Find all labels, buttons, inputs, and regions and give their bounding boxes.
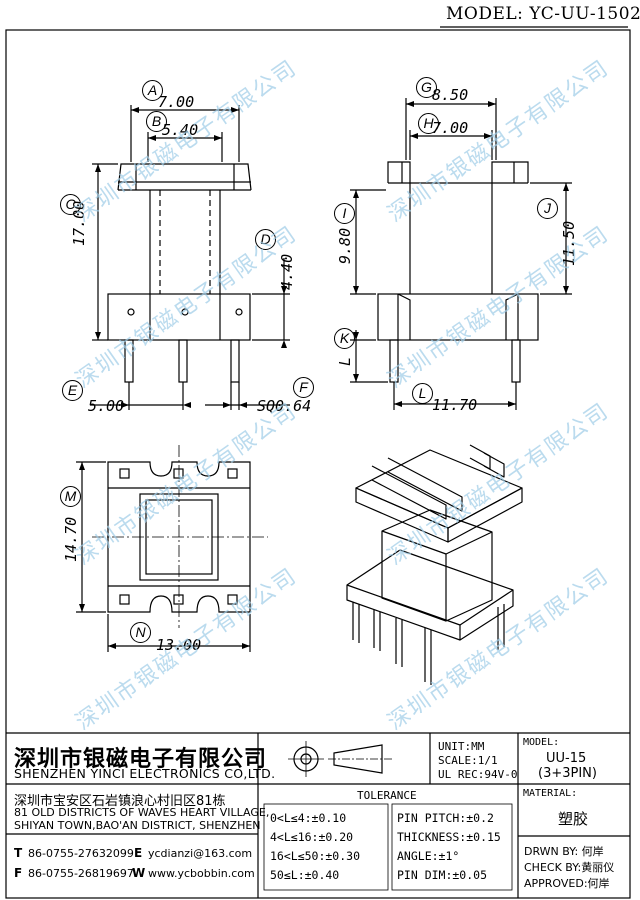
callout-e: E: [62, 380, 83, 401]
callout-n: N: [130, 622, 151, 643]
isometric-view: [346, 444, 523, 685]
address-en-1: 81 OLD DISTRICTS OF WAVES HEART VILLAGE,: [14, 806, 270, 819]
callout-i: I: [334, 203, 355, 224]
tolerance-row: 16<L≤50:±0.30: [270, 849, 361, 863]
dim-n: 13.00: [156, 636, 202, 654]
dim-d: 4.40: [278, 253, 296, 290]
dim-a: 7.00: [158, 93, 195, 111]
model-label: MODEL:: [523, 737, 560, 748]
scale-text: SCALE:1/1: [438, 754, 498, 767]
tolerance-row: 0<L≤4:±0.10: [270, 811, 347, 825]
unit-text: UNIT:MM: [438, 740, 485, 753]
drawn-by: DRWN BY: 何岸: [524, 845, 604, 858]
pin-tolerance-row: PIN DIM:±0.05: [397, 868, 488, 882]
web-label: W: [132, 866, 146, 880]
callout-k: K: [334, 328, 355, 349]
model-value: UU-15: [546, 751, 587, 766]
ul-text: UL REC:94V-0: [438, 768, 518, 781]
callout-b: B: [146, 111, 167, 132]
callout-j: J: [537, 198, 558, 219]
callout-d: D: [255, 229, 276, 250]
callout-h: H: [418, 113, 439, 134]
tolerance-row: 4<L≤16:±0.20: [270, 830, 354, 844]
email-label: E: [134, 846, 143, 860]
address-en-2: SHIYAN TOWN,BAO'AN DISTRICT, SHENZHEN: [14, 819, 261, 832]
callout-l: L: [412, 383, 433, 404]
callout-a: A: [142, 80, 163, 101]
model-header: MODEL: YC-UU-1502: [446, 4, 640, 24]
website: www.ycbobbin.com: [148, 867, 255, 880]
top-view: [76, 445, 268, 652]
dim-g: 8.50: [432, 86, 469, 104]
pin-tolerance-row: PIN PITCH:±0.2: [397, 811, 494, 825]
tel-label: T: [14, 846, 23, 860]
company-name-cn: 深圳市银磁电子有限公司: [14, 747, 268, 772]
callout-f: F: [293, 377, 314, 398]
callout-m: M: [60, 486, 81, 507]
dim-f: SQ0.64: [257, 397, 312, 415]
material-value: 塑胶: [558, 810, 589, 828]
material-label: MATERIAL:: [523, 788, 578, 799]
fax-number: 86-0755-26819697: [28, 867, 134, 880]
callout-g: G: [416, 77, 437, 98]
checked-by: CHECK BY:黄丽仪: [524, 861, 615, 874]
side-view: [350, 98, 572, 410]
email-address: ycdianzi@163.com: [148, 847, 253, 860]
address-cn: 深圳市宝安区石岩镇浪心村旧区81栋: [14, 794, 226, 809]
dim-b: 5.40: [162, 121, 199, 139]
fax-label: F: [14, 866, 23, 880]
front-view: [90, 105, 290, 410]
title-block: [6, 732, 630, 898]
pin-tolerance-row: THICKNESS:±0.15: [397, 830, 501, 844]
tel-number: 86-0755-27632099: [28, 847, 134, 860]
dim-i: 9.80: [336, 227, 354, 264]
tolerance-row: 50≤L:±0.40: [270, 868, 340, 882]
dim-h: 7.00: [432, 119, 469, 137]
company-name-en: SHENZHEN YINCI ELECTRONICS CO,LTD.: [14, 766, 276, 781]
dim-k: L: [336, 356, 354, 366]
approved-by: APPROVED:何岸: [524, 877, 610, 890]
dim-l: 11.70: [432, 396, 478, 414]
callout-c: C: [60, 194, 81, 215]
pin-tolerance-row: ANGLE:±1°: [397, 849, 460, 863]
tolerance-title: TOLERANCE: [357, 789, 417, 802]
dim-e: 5.00: [88, 397, 125, 415]
model-pins: (3+3PIN): [538, 766, 597, 781]
